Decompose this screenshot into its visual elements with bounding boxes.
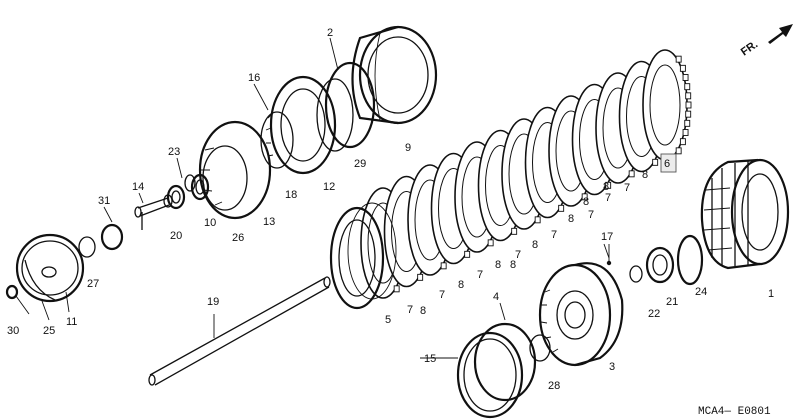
- label-part-9[interactable]: 9: [405, 142, 411, 154]
- leader-lines: [15, 37, 610, 359]
- label-part-20[interactable]: 20: [170, 230, 182, 242]
- label-part-4[interactable]: 4: [493, 291, 499, 303]
- label-part-8[interactable]: 8: [583, 196, 589, 208]
- part-5-end-plate: [329, 202, 397, 310]
- clutch-plate: [642, 49, 692, 161]
- label-part-12[interactable]: 12: [323, 181, 335, 193]
- label-part-26[interactable]: 26: [232, 232, 244, 244]
- label-part-7[interactable]: 7: [515, 249, 521, 261]
- part-9-piston-drum: [351, 25, 438, 125]
- label-part-8[interactable]: 8: [420, 305, 426, 317]
- part-6-highlight-box[interactable]: [660, 153, 677, 173]
- part-3-hub: [538, 262, 624, 367]
- part-number-labels: 1 2 3 4 5 6 7 7 7 7 7 7 7 7 8 8 8 8 8 8 …: [7, 27, 774, 392]
- label-part-24[interactable]: 24: [695, 286, 707, 298]
- label-part-3[interactable]: 3: [609, 361, 615, 373]
- label-part-6[interactable]: 6: [664, 158, 670, 170]
- label-part-8[interactable]: 8: [568, 213, 574, 225]
- label-part-7[interactable]: 7: [605, 192, 611, 204]
- label-part-8[interactable]: 8: [532, 239, 538, 251]
- label-part-1[interactable]: 1: [768, 288, 774, 300]
- label-part-13[interactable]: 13: [263, 216, 275, 228]
- label-part-28[interactable]: 28: [548, 380, 560, 392]
- label-part-8[interactable]: 8: [603, 181, 609, 193]
- label-part-2[interactable]: 2: [327, 27, 333, 39]
- label-part-10[interactable]: 10: [204, 217, 216, 229]
- label-part-7[interactable]: 7: [588, 209, 594, 221]
- label-part-21[interactable]: 21: [666, 296, 678, 308]
- label-part-19[interactable]: 19: [207, 296, 219, 308]
- fr-label: FR.: [739, 38, 760, 58]
- clutch-plate-stack: [360, 49, 692, 299]
- label-part-8[interactable]: 8: [458, 279, 464, 291]
- part-11-end-cover: [5, 223, 124, 303]
- label-part-14[interactable]: 14: [132, 181, 144, 193]
- label-part-31[interactable]: 31: [98, 195, 110, 207]
- label-part-7[interactable]: 7: [624, 182, 630, 194]
- label-part-8[interactable]: 8: [642, 169, 648, 181]
- label-part-25[interactable]: 25: [43, 325, 55, 337]
- label-part-7[interactable]: 7: [477, 269, 483, 281]
- arrow-icon: [768, 24, 793, 44]
- label-part-11[interactable]: 11: [66, 316, 77, 328]
- label-part-17[interactable]: 17: [601, 231, 613, 243]
- part-1-clutch-drum: [700, 158, 790, 270]
- label-part-8[interactable]: 8: [510, 259, 516, 271]
- label-part-7[interactable]: 7: [407, 304, 413, 316]
- label-part-30[interactable]: 30: [7, 325, 19, 337]
- parts-21-22-24: [629, 234, 704, 286]
- label-part-29[interactable]: 29: [354, 158, 366, 170]
- label-part-15[interactable]: 15: [424, 353, 436, 365]
- label-part-7[interactable]: 7: [551, 229, 557, 241]
- label-part-27[interactable]: 27: [87, 278, 99, 290]
- label-part-16[interactable]: 16: [248, 72, 260, 84]
- part-4-15-rings: [456, 322, 551, 419]
- label-part-7[interactable]: 7: [439, 289, 445, 301]
- label-part-8[interactable]: 8: [495, 259, 501, 271]
- label-part-23[interactable]: 23: [168, 146, 180, 158]
- part-19-shaft: [148, 276, 331, 386]
- drawing-code: MCA4— E0801: [698, 406, 771, 418]
- part-12-piston: [260, 75, 337, 175]
- part-14-pin: [134, 194, 173, 230]
- label-part-18[interactable]: 18: [285, 189, 297, 201]
- part-13-spring-retainer: [198, 120, 272, 220]
- label-part-5[interactable]: 5: [385, 314, 391, 326]
- label-part-22[interactable]: 22: [648, 308, 660, 320]
- front-direction-arrow: FR.: [739, 24, 793, 58]
